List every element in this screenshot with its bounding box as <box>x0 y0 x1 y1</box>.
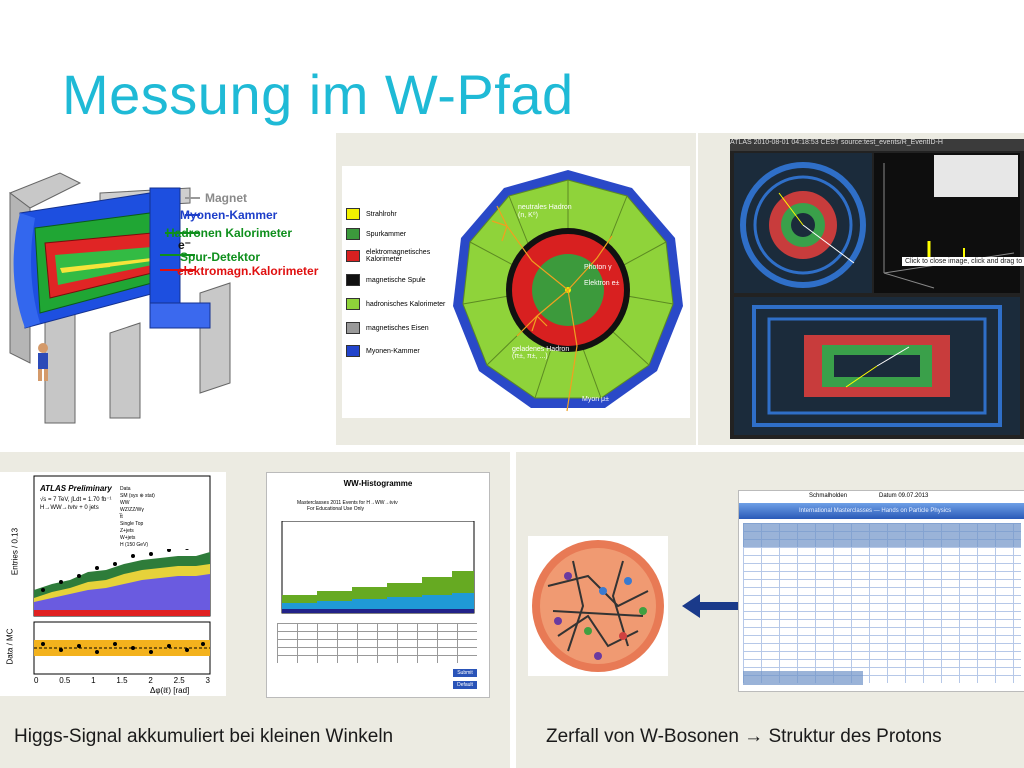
x-tick: 2 <box>148 676 153 685</box>
x-tick: 1.5 <box>116 676 128 685</box>
x-tick: 2.5 <box>173 676 185 685</box>
annotation-electron: Elektron e± <box>584 280 620 287</box>
annotation-photon: Photon γ <box>584 264 612 271</box>
higgs-legend-item: H (150 GeV) <box>120 542 149 548</box>
cross-section-image: Strahlrohr Spurkammer elektromagnetische… <box>342 166 690 418</box>
higgs-plot-xticks: 0 0.5 1 1.5 2 2.5 3 <box>34 676 210 685</box>
event-display-panel: ATLAS 2010-08-01 04:18:53 CEST source:te… <box>698 133 1024 445</box>
page-title: Messung im W-Pfad <box>62 63 574 126</box>
event-display-sideview <box>734 297 1020 435</box>
label-magnet: Magnet <box>205 191 247 205</box>
histogram-table <box>277 623 477 663</box>
submit-button[interactable]: Submit <box>453 669 477 677</box>
legend-item: Myonen-Kammer <box>346 340 446 362</box>
higgs-plot-energy: √s = 7 TeV, ∫Ldt = 1.70 fb⁻¹ <box>40 497 112 503</box>
table-header-date: Datum 09.07.2013 <box>879 493 929 499</box>
legend-item: magnetisches Eisen <box>346 316 446 340</box>
legend-label: Spurkammer <box>366 230 407 238</box>
table-grid <box>743 523 1021 683</box>
histogram-subtitle: Masterclasses 2011 Events for H→WW→ℓνℓν <box>297 500 398 506</box>
event-display-lego-plot <box>874 153 1020 293</box>
legend-item: Strahlrohr <box>346 204 446 224</box>
histogram-title: WW-Histogramme <box>343 479 413 488</box>
legend-swatch <box>346 274 360 286</box>
table-header-name: Schmalholden <box>809 493 848 499</box>
legend-label: hadronisches Kalorimeter <box>366 300 446 308</box>
legend-swatch <box>346 250 360 262</box>
higgs-plot-experiment: ATLAS Preliminary <box>40 484 112 493</box>
legend-swatch <box>346 298 360 310</box>
legend-item: hadronisches Kalorimeter <box>346 292 446 316</box>
detector-3d-panel: Magnet Myonen-Kammer Hadronen Kalorimete… <box>0 133 333 445</box>
higgs-legend-item: WW <box>120 500 130 506</box>
histogram-subtitle2: For Educational Use Only <box>307 506 364 512</box>
legend-label: magnetisches Eisen <box>366 324 429 332</box>
higgs-legend-item: SM (sys ⊕ stat) <box>120 493 155 499</box>
label-tracker: Spur-Detektor <box>180 250 261 264</box>
higgs-legend-item: Data <box>120 486 131 492</box>
annotation-neutral-hadron: neutrales Hadron (n, K⁰) <box>518 204 572 219</box>
legend-item: magnetische Spule <box>346 268 446 292</box>
legend-label: magnetische Spule <box>366 276 426 284</box>
higgs-legend-item: Single Top <box>120 521 144 527</box>
legend-item: Spurkammer <box>346 224 446 244</box>
proton-image-frame <box>528 536 668 676</box>
legend-label: Strahlrohr <box>366 210 397 218</box>
higgs-panel: ATLAS Preliminary √s = 7 TeV, ∫Ldt = 1.7… <box>0 452 510 768</box>
legend-label: Myonen-Kammer <box>366 347 420 355</box>
label-em-calorimeter: elektromagn.Kalorimeter <box>177 264 319 278</box>
label-muon-chamber: Myonen-Kammer <box>180 208 278 222</box>
higgs-plot-ylabel-top: Entries / 0.13 <box>10 527 20 576</box>
higgs-plot-channel: H→WW→ℓνℓν + 0 jets <box>40 505 99 511</box>
legend-swatch <box>346 345 360 357</box>
default-button[interactable]: Default <box>453 681 477 689</box>
label-hadron-calorimeter: Hadronen Kalorimeter <box>166 226 293 240</box>
detector-3d-drawing <box>8 172 231 424</box>
legend-swatch <box>346 322 360 334</box>
x-tick: 0 <box>34 676 39 685</box>
arrow-left-icon <box>682 594 738 618</box>
caption-left: Higgs-Signal akkumuliert bei kleinen Win… <box>14 726 394 747</box>
cross-section-panel: Strahlrohr Spurkammer elektromagnetische… <box>336 133 696 445</box>
legend-label: elektromagnetisches Kalorimeter <box>366 249 431 263</box>
annotation-muon: Myon μ± <box>582 396 609 403</box>
measurement-table-screenshot: Schmalholden Datum 09.07.2013 Internatio… <box>738 490 1024 692</box>
higgs-legend-item: W+jets <box>120 535 136 541</box>
event-display-screen: ATLAS 2010-08-01 04:18:53 CEST source:te… <box>730 139 1024 439</box>
x-tick: 3 <box>205 676 210 685</box>
event-display-endview <box>734 153 872 293</box>
event-display-hint[interactable]: Click to close image, click and drag to … <box>902 257 1024 266</box>
higgs-plot-legend: Data SM (sys ⊕ stat) WW WZ/ZZ/Wγ t̅t Sin… <box>120 486 205 549</box>
annotation-charged-hadron: geladenes Hadron (π±, π±, ...) <box>512 346 570 360</box>
cross-section-rings <box>453 170 683 412</box>
proton-panel: Schmalholden Datum 09.07.2013 Internatio… <box>516 452 1024 768</box>
table-banner: International Masterclasses — Hands on P… <box>739 503 1024 519</box>
higgs-legend-item: WZ/ZZ/Wγ <box>120 507 144 513</box>
higgs-plot-xlabel: Δφ(ℓℓ) [rad] <box>150 686 190 695</box>
caption-right: Zerfall von W-Bosonen → Struktur des Pro… <box>546 726 942 747</box>
table-header-row <box>743 523 1021 547</box>
legend-swatch <box>346 208 360 220</box>
x-tick: 1 <box>91 676 96 685</box>
label-electron: e⁻ <box>178 238 192 252</box>
event-display-header: ATLAS 2010-08-01 04:18:53 CEST source:te… <box>730 139 1024 151</box>
higgs-legend-item: Z+jets <box>120 528 134 534</box>
histogram-screenshot: WW-Histogramme Masterclasses 2011 Events… <box>266 472 490 698</box>
higgs-plot-ylabel-bottom: Data / MC <box>5 628 15 665</box>
cross-section-legend: Strahlrohr Spurkammer elektromagnetische… <box>346 204 446 362</box>
higgs-legend-item: t̅t <box>120 514 123 520</box>
histogram-plot <box>281 521 475 614</box>
legend-item: elektromagnetisches Kalorimeter <box>346 244 446 268</box>
table-total-row <box>743 671 863 685</box>
proton-illustration <box>532 540 664 672</box>
legend-swatch <box>346 228 360 240</box>
x-tick: 0.5 <box>59 676 71 685</box>
